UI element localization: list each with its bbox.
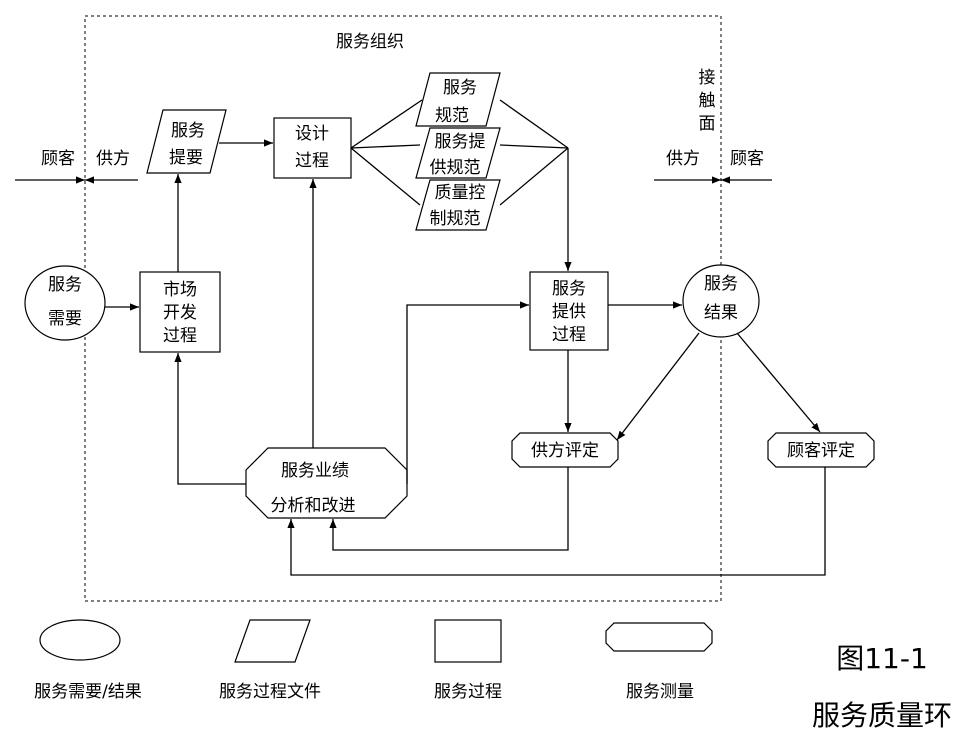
- contact-surface-label: 接 触 面: [699, 68, 716, 134]
- design-label-2: 过程: [295, 151, 329, 171]
- left-customer-label: 顾客: [41, 149, 75, 169]
- fan-line-upper-left: [350, 99, 423, 149]
- service-brief-label-2: 提要: [169, 148, 203, 168]
- market-development-node: [139, 271, 221, 353]
- design-process-node: [273, 117, 352, 179]
- service-brief-node: [146, 109, 227, 174]
- market-label-2: 开发: [163, 303, 197, 323]
- service-spec-label-2: 规范: [435, 106, 469, 126]
- result-to-supplier-eval-arrow: [616, 332, 700, 441]
- delivery-spec-node: [415, 127, 501, 179]
- service-brief-label-1: 服务: [171, 121, 205, 141]
- service-need-node: [24, 265, 106, 341]
- market-label-3: 过程: [163, 326, 197, 346]
- performance-analysis-node: [245, 447, 408, 519]
- design-label-1: 设计: [295, 124, 329, 144]
- contact-char-2: 触: [699, 91, 716, 111]
- analysis-label-1: 服务业绩: [281, 461, 349, 481]
- legend-ellipse-label: 服务需要/结果: [34, 682, 142, 702]
- service-spec-node: [415, 72, 501, 127]
- left-supplier-label: 供方: [96, 149, 130, 169]
- result-to-customer-eval-arrow: [736, 332, 821, 433]
- market-label-1: 市场: [163, 280, 197, 300]
- supplier-evaluation-node: [511, 432, 619, 468]
- delivery-label-2: 提供: [552, 302, 586, 322]
- supplier-eval-feedback-arrow: [329, 467, 569, 551]
- legend-octagon-label: 服务测量: [626, 682, 694, 702]
- service-need-label-2: 需要: [48, 309, 82, 329]
- quality-spec-node: [415, 179, 501, 231]
- service-need-label-1: 服务: [48, 275, 82, 295]
- legend-ellipse-symbol: [39, 619, 121, 661]
- analysis-label-2: 分析和改进: [271, 496, 356, 516]
- fan-line-middle-right: [499, 144, 569, 149]
- right-supplier-label: 供方: [666, 149, 700, 169]
- fan-line-lower-left: [350, 147, 421, 206]
- delivery-label-1: 服务: [552, 279, 586, 299]
- contact-char-1: 接: [699, 68, 716, 88]
- fan-line-lower-right: [499, 147, 569, 206]
- delivery-label-3: 过程: [552, 325, 586, 345]
- fan-line-upper-right: [499, 99, 569, 149]
- service-result-label-1: 服务: [704, 274, 738, 294]
- quality-spec-label-2: 制规范: [430, 209, 481, 229]
- legend-rectangle-symbol: [434, 619, 502, 663]
- quality-spec-label-1: 质量控: [435, 183, 486, 203]
- delivery-spec-label-2: 供规范: [430, 158, 481, 178]
- service-spec-label-1: 服务: [443, 78, 477, 98]
- contact-char-3: 面: [699, 114, 716, 134]
- legend-parallelogram-symbol: [234, 619, 311, 663]
- organization-title: 服务组织: [336, 32, 404, 52]
- service-delivery-node: [529, 271, 609, 351]
- right-customer-label: 顾客: [730, 149, 764, 169]
- legend-octagon-symbol: [605, 622, 713, 652]
- supplier-evaluation-label: 供方评定: [531, 441, 599, 461]
- customer-eval-feedback-arrow: [287, 467, 826, 576]
- service-result-label-2: 结果: [704, 303, 738, 323]
- fan-line-middle-left: [350, 144, 421, 149]
- figure-title: 服务质量环: [812, 699, 952, 732]
- analysis-to-delivery-arrow: [406, 301, 529, 484]
- legend-rectangle-label: 服务过程: [434, 682, 502, 702]
- figure-number: 图11-1: [836, 642, 928, 675]
- delivery-spec-label-1: 服务提: [435, 132, 486, 152]
- customer-evaluation-node: [767, 432, 875, 468]
- customer-evaluation-label: 顾客评定: [787, 441, 855, 461]
- legend-parallelogram-label: 服务过程文件: [219, 682, 321, 702]
- analysis-to-market-arrow: [174, 353, 246, 485]
- service-result-node: [682, 264, 760, 338]
